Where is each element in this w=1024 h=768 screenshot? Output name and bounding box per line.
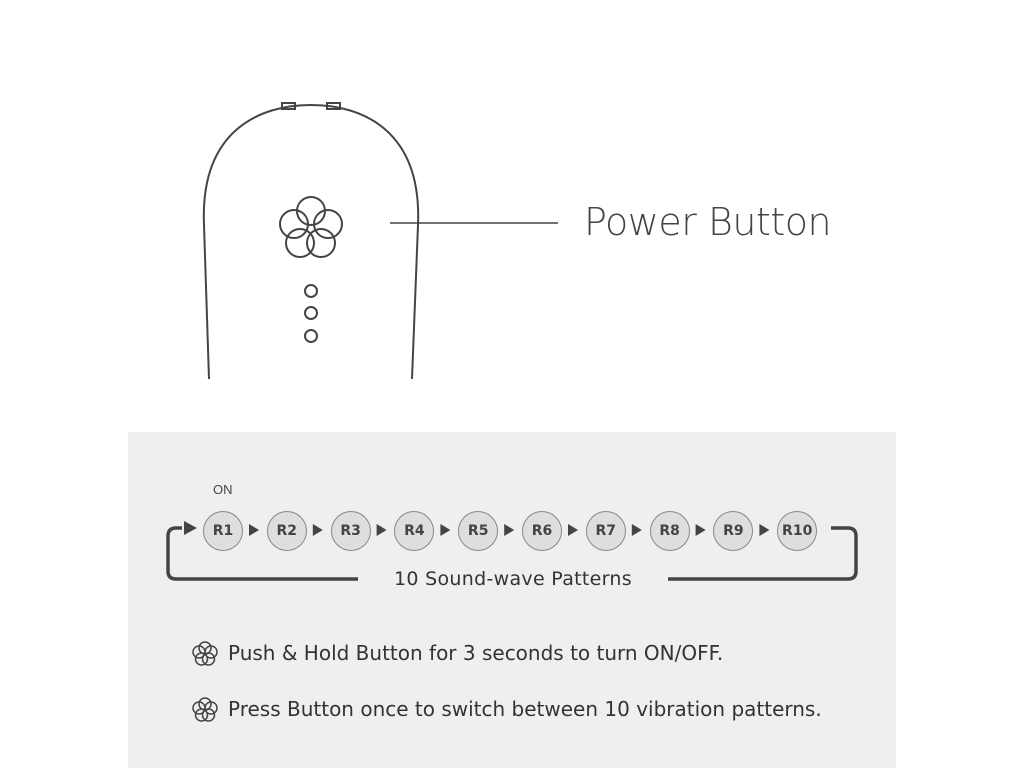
indicator-dot xyxy=(304,329,318,343)
loop-path-left xyxy=(166,526,358,581)
next-arrow-icon xyxy=(312,524,323,536)
pattern-button-r10[interactable]: R10 xyxy=(777,511,818,551)
pattern-button-r9[interactable]: R9 xyxy=(713,511,754,551)
next-arrow-icon xyxy=(376,524,387,536)
pattern-button-r1[interactable]: R1 xyxy=(203,511,243,551)
next-arrow-icon xyxy=(249,524,259,536)
on-label: ON xyxy=(213,482,233,497)
pattern-button-r2[interactable]: R2 xyxy=(266,511,307,551)
power-button-label: Power Button xyxy=(584,200,832,244)
device-body-outline xyxy=(202,103,420,380)
next-arrow-icon xyxy=(759,524,770,536)
flower-icon xyxy=(192,697,218,722)
next-arrow-icon xyxy=(440,524,451,536)
pattern-flow-diagram xyxy=(166,521,858,581)
power-button-flower-icon[interactable] xyxy=(279,196,343,258)
pattern-panel: ON R1 R2 R3 R4 R5 R6 R7 R8 R9 R10 10 Sound-wave P… xyxy=(128,432,896,768)
instruction-press: Press Button once to switch between 10 v… xyxy=(190,694,822,724)
instruction-text: Press Button once to switch between 10 v… xyxy=(228,697,822,721)
indicator-dot xyxy=(304,284,318,298)
indicator-dot xyxy=(304,306,318,320)
loop-path-right xyxy=(668,526,858,581)
next-arrow-icon xyxy=(504,524,515,536)
pattern-button-r6[interactable]: R6 xyxy=(522,511,562,551)
pattern-button-r7[interactable]: R7 xyxy=(585,511,626,551)
instruction-text: Push & Hold Button for 3 seconds to turn… xyxy=(228,641,724,665)
next-arrow-icon xyxy=(631,524,642,536)
loop-arrow-head xyxy=(184,521,197,535)
instruction-hold: Push & Hold Button for 3 seconds to turn… xyxy=(190,638,723,668)
pattern-button-r5[interactable]: R5 xyxy=(458,511,499,551)
next-arrow-icon xyxy=(695,524,706,536)
pattern-button-r8[interactable]: R8 xyxy=(649,511,690,551)
next-arrow-icon xyxy=(568,524,578,536)
flower-icon xyxy=(192,641,218,666)
pattern-button-r3[interactable]: R3 xyxy=(330,511,371,551)
patterns-caption: 10 Sound-wave Patterns xyxy=(358,568,668,590)
pattern-button-r4[interactable]: R4 xyxy=(394,511,435,551)
device-illustration xyxy=(202,102,558,380)
